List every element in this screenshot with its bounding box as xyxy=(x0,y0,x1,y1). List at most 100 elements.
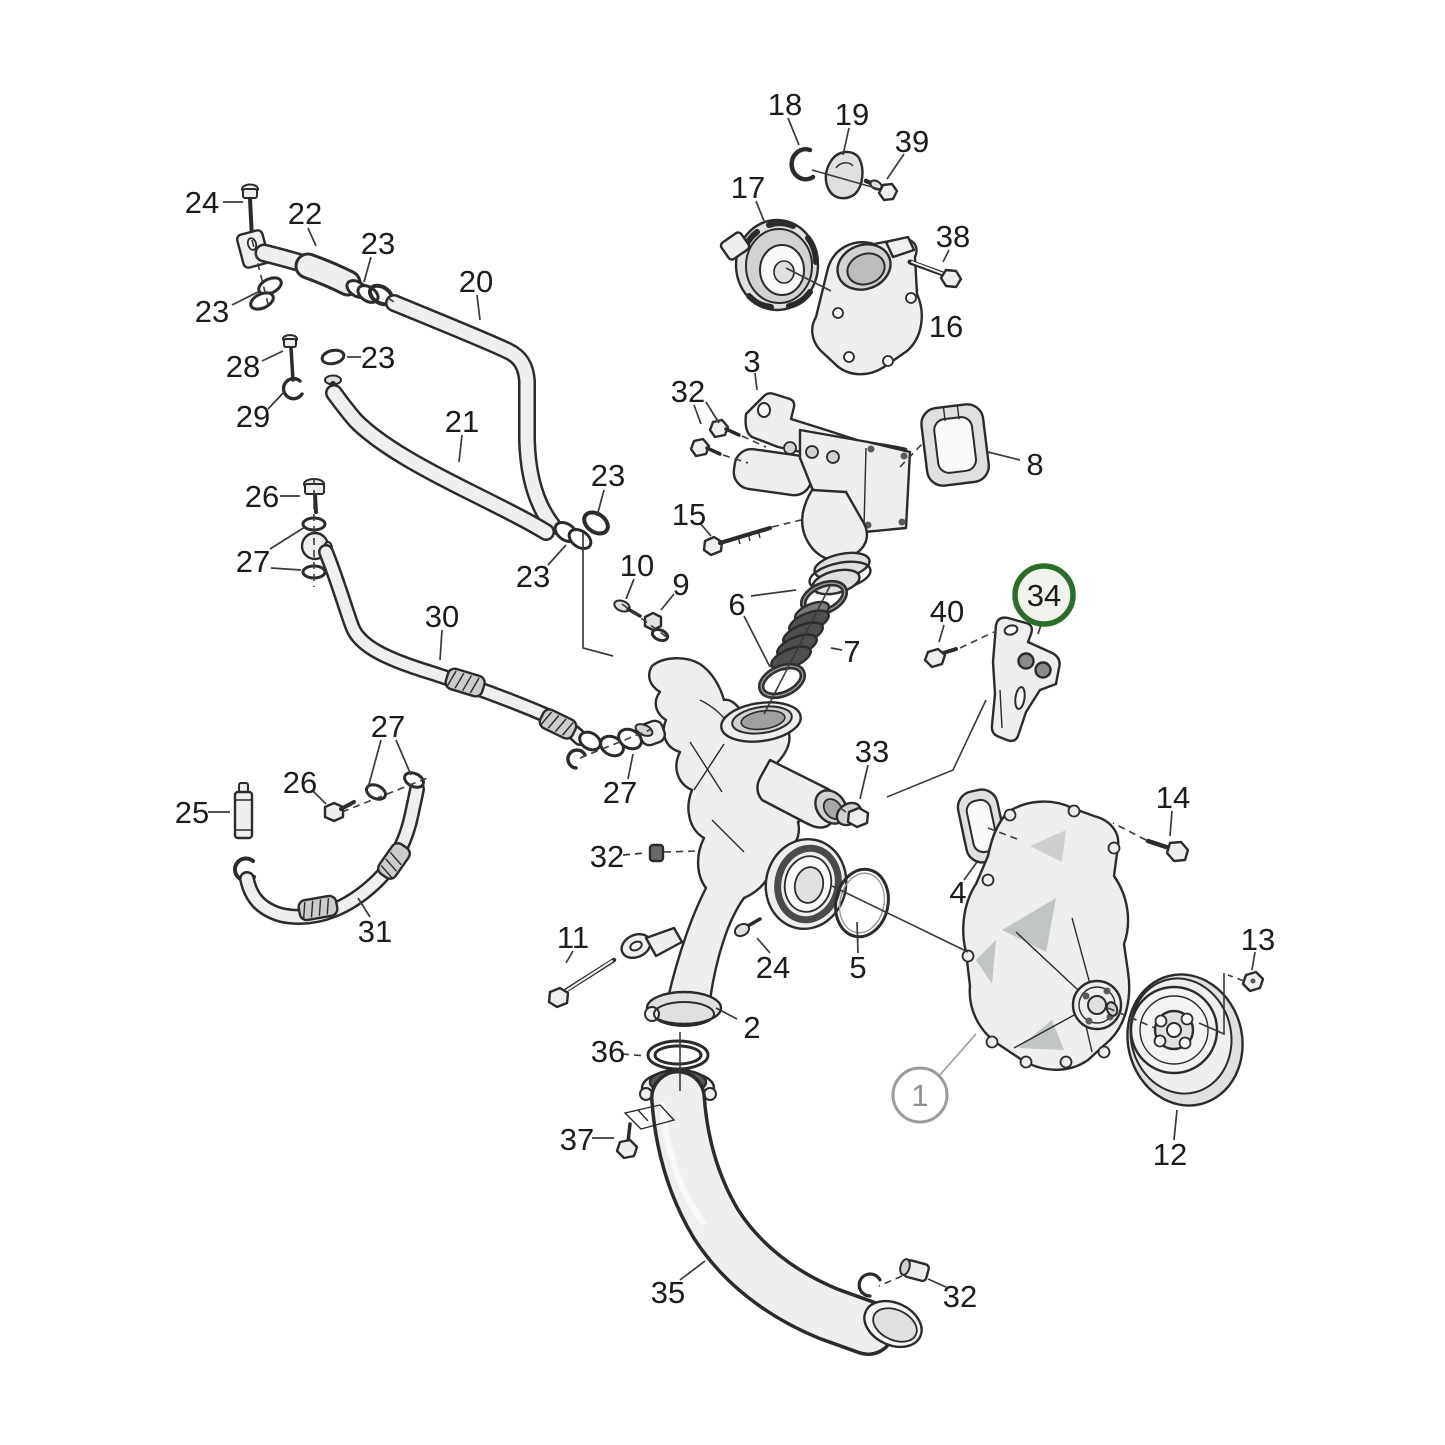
part-water-pump-body xyxy=(961,800,1131,1071)
callout-32[interactable]: 32 xyxy=(671,374,720,425)
callout-32-2[interactable]: 32 xyxy=(590,839,646,874)
callout-29[interactable]: 29 xyxy=(236,390,286,434)
part-bracket-34 xyxy=(990,616,1061,743)
callout-24-2[interactable]: 24 xyxy=(756,937,790,985)
callout-23-5[interactable]: 23 xyxy=(516,533,614,657)
callout-32-3[interactable]: 32 xyxy=(927,1278,977,1314)
callout-1[interactable]: 1 xyxy=(891,1033,977,1124)
callout-23-3[interactable]: 23 xyxy=(347,340,395,375)
callout-16[interactable]: 16 xyxy=(929,309,963,344)
leader-line xyxy=(699,522,712,537)
leader-line xyxy=(627,753,634,780)
callout-9[interactable]: 9 xyxy=(660,567,690,611)
callout-2[interactable]: 2 xyxy=(715,1007,761,1045)
leader-line xyxy=(859,764,869,800)
callout-31[interactable]: 31 xyxy=(357,897,392,949)
part-banjo-bolt-26-lower xyxy=(323,800,356,823)
callout-23[interactable]: 23 xyxy=(361,226,395,283)
part-number: 29 xyxy=(236,399,270,434)
callout-23-2[interactable]: 23 xyxy=(195,291,259,329)
callout-27-2[interactable]: 27 xyxy=(367,709,412,789)
callout-19[interactable]: 19 xyxy=(835,97,869,156)
callout-11[interactable]: 11 xyxy=(557,920,589,964)
part-number: 23 xyxy=(591,458,625,493)
callout-10[interactable]: 10 xyxy=(620,548,654,600)
leader-line xyxy=(311,789,327,805)
part-number: 26 xyxy=(245,479,279,514)
callout-35[interactable]: 35 xyxy=(651,1260,706,1310)
leader-line xyxy=(679,1260,706,1281)
part-number: 5 xyxy=(849,950,866,985)
part-number: 18 xyxy=(768,87,802,122)
part-number: 26 xyxy=(283,765,317,800)
part-bolt-37 xyxy=(615,1122,639,1160)
part-bolt-39 xyxy=(863,178,899,202)
callout-17[interactable]: 17 xyxy=(731,170,765,222)
callout-38[interactable]: 38 xyxy=(936,219,970,263)
part-nut-13 xyxy=(1241,970,1265,993)
highlight-circle xyxy=(1012,563,1076,627)
callout-40[interactable]: 40 xyxy=(930,594,964,643)
part-hose-30 xyxy=(318,544,602,770)
callout-22[interactable]: 22 xyxy=(288,196,322,247)
callout-26-2[interactable]: 26 xyxy=(283,765,327,805)
callout-20[interactable]: 20 xyxy=(459,264,493,321)
guide-line-13 xyxy=(741,435,767,448)
part-hose-31 xyxy=(239,781,425,925)
guide-line-24 xyxy=(1112,822,1147,841)
leader-line xyxy=(660,593,675,611)
callout-18[interactable]: 18 xyxy=(768,87,802,146)
part-number: 39 xyxy=(895,124,929,159)
guide-line-10 xyxy=(579,728,653,759)
callout-21[interactable]: 21 xyxy=(445,404,479,463)
callout-39[interactable]: 39 xyxy=(886,124,929,180)
callout-4[interactable]: 4 xyxy=(949,861,978,910)
callout-30[interactable]: 30 xyxy=(425,599,459,661)
callout-27-3[interactable]: 27 xyxy=(603,753,637,810)
part-number: 27 xyxy=(236,544,270,579)
callout-3[interactable]: 3 xyxy=(743,344,761,391)
leader-line xyxy=(231,291,259,306)
part-number: 27 xyxy=(371,709,405,744)
guide-line-21 xyxy=(878,1275,903,1287)
part-number: 32 xyxy=(943,1279,977,1314)
part-number: 13 xyxy=(1241,922,1275,957)
callout-26[interactable]: 26 xyxy=(245,479,300,514)
callout-14[interactable]: 14 xyxy=(1156,780,1190,837)
callout-15[interactable]: 15 xyxy=(672,497,712,537)
callout-6[interactable]: 6 xyxy=(728,587,797,668)
leader-line xyxy=(363,256,372,283)
callout-28[interactable]: 28 xyxy=(226,349,284,384)
part-thermostat-17 xyxy=(719,218,820,312)
guide-line-12 xyxy=(722,454,749,464)
leader-line xyxy=(307,227,317,247)
leader-line xyxy=(938,624,945,643)
callout-36[interactable]: 36 xyxy=(591,1034,647,1069)
callout-33[interactable]: 33 xyxy=(855,734,889,800)
part-number: 7 xyxy=(843,634,860,669)
part-nut-9 xyxy=(643,611,670,643)
part-bolt-14 xyxy=(1145,838,1190,863)
callout-37[interactable]: 37 xyxy=(560,1122,614,1157)
callout-5[interactable]: 5 xyxy=(849,921,867,985)
guide-line-22 xyxy=(387,297,398,305)
leader-line xyxy=(582,533,614,657)
callout-12[interactable]: 12 xyxy=(1153,1109,1187,1172)
part-number: 11 xyxy=(557,920,589,955)
callout-27[interactable]: 27 xyxy=(236,526,306,579)
callout-25[interactable]: 25 xyxy=(175,795,230,830)
callout-7[interactable]: 7 xyxy=(830,634,861,669)
callout-23-4[interactable]: 23 xyxy=(591,458,625,517)
callout-24[interactable]: 24 xyxy=(185,185,243,220)
part-number: 23 xyxy=(195,294,229,329)
callout-13[interactable]: 13 xyxy=(1241,922,1275,971)
guide-line-11 xyxy=(621,603,669,639)
part-number: 23 xyxy=(361,226,395,261)
guide-line-16 xyxy=(663,850,700,853)
part-number: 25 xyxy=(175,795,209,830)
callout-8[interactable]: 8 xyxy=(987,447,1044,482)
callout-34[interactable]: 34 xyxy=(1012,563,1076,635)
leader-line xyxy=(756,937,771,954)
